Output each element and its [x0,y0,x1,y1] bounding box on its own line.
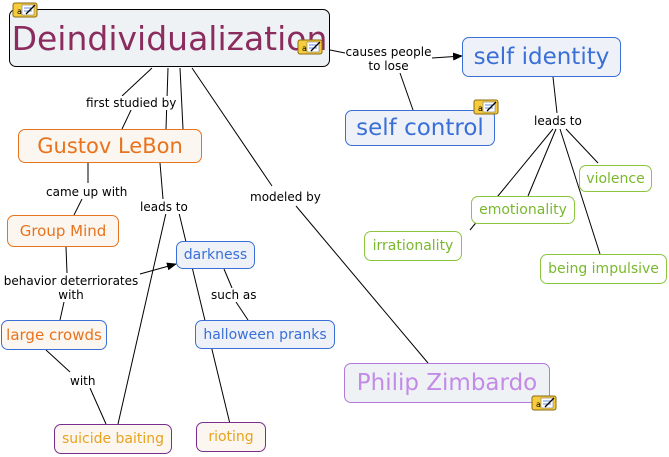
link-label-first-studied-by: first studied by [86,96,177,110]
link-label-causes-people-to-lose: causes people to lose [345,45,432,73]
node-self-identity[interactable]: self identity [462,37,621,77]
node-self-control[interactable]: self control [345,110,495,146]
link-label-with: with [70,374,96,388]
node-large-crowds[interactable]: large crowds [1,320,107,350]
note-icon[interactable]: a [12,1,40,19]
node-darkness-label: darkness [183,247,248,263]
node-halloween-pranks[interactable]: halloween pranks [195,320,335,349]
link-deind-trunk-b [179,67,184,130]
link-label-behavior-deteriorates-with: behavior deterriorates with [2,274,140,302]
svg-text:a: a [478,104,483,113]
node-group-mind-label: Group Mind [19,222,107,240]
node-rioting[interactable]: rioting [196,422,266,452]
note-icon[interactable]: a [297,38,325,56]
node-emotionality-label: emotionality [479,202,567,218]
svg-text:a: a [536,400,541,409]
link-label-such-as: such as [211,288,257,302]
node-being-impulsive-label: being impulsive [548,261,659,277]
link-behavior-1 [65,246,68,274]
link-modeled-2 [295,205,429,364]
node-gustov-lebon-label: Gustov LeBon [37,134,183,158]
link-behavior-darkness [139,262,177,275]
link-leads-lebon-1 [159,162,164,200]
link-with-1 [45,349,71,373]
node-suicide-baiting-label: suicide baiting [61,431,165,447]
node-suicide-baiting[interactable]: suicide baiting [54,424,172,454]
link-identity-emotionality [527,128,557,197]
node-violence[interactable]: violence [579,165,652,192]
node-emotionality[interactable]: emotionality [471,196,575,224]
link-such-as-2 [235,301,249,321]
link-modeled-1 [191,67,273,187]
note-icon[interactable]: a [531,394,559,412]
link-with-2 [89,387,107,425]
node-self-identity-label: self identity [473,44,610,70]
node-deindividualization[interactable]: Deindividualization [9,9,330,67]
link-such-as-1 [223,268,233,289]
link-identity-violence [565,128,599,164]
node-philip-zimbardo[interactable]: Philip Zimbardo [344,363,550,403]
node-philip-zimbardo-label: Philip Zimbardo [356,370,538,396]
note-icon[interactable]: a [473,98,501,116]
link-first-studied-2 [121,107,133,130]
link-behavior-2 [59,301,65,321]
link-identity-being-impulsive [559,128,601,255]
link-leads-lebon-suicide [117,212,167,425]
svg-text:a: a [302,44,307,53]
node-deindividualization-label: Deindividualization [11,18,328,58]
node-irrationality[interactable]: irrationality [364,231,462,261]
node-darkness[interactable]: darkness [176,241,255,269]
node-being-impulsive[interactable]: being impulsive [540,254,667,284]
link-causes-lose [329,49,346,54]
link-came-up-2 [73,198,83,216]
link-causes-lose-to-self-control [399,72,414,111]
link-label-leads-to-lebon: leads to [140,200,188,214]
link-label-modeled-by: modeled by [250,190,321,204]
node-group-mind[interactable]: Group Mind [7,215,119,247]
link-label-leads-to-identity: leads to [534,114,582,128]
node-violence-label: violence [586,170,645,187]
link-causes-lose-arrow [431,52,463,61]
node-rioting-label: rioting [208,429,254,445]
node-irrationality-label: irrationality [372,238,454,254]
node-gustov-lebon[interactable]: Gustov LeBon [18,129,202,163]
node-halloween-pranks-label: halloween pranks [203,326,327,343]
link-identity-trunk [552,76,558,114]
node-self-control-label: self control [356,115,484,141]
node-large-crowds-label: large crowds [6,326,102,344]
svg-text:a: a [17,7,22,16]
link-first-studied-1 [121,67,153,97]
link-label-came-up-with: came up with [46,185,128,199]
